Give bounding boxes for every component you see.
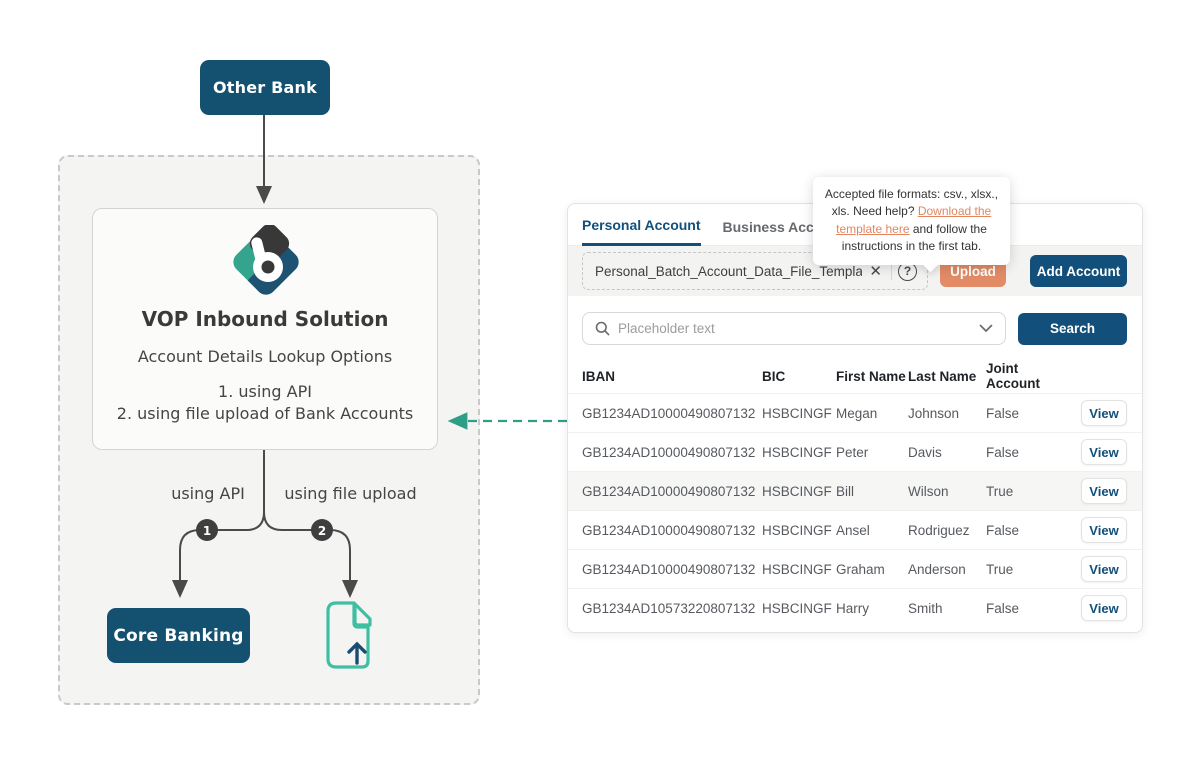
cell-iban: GB1234AD10000490807132 <box>582 561 756 577</box>
cell-first-name: Bill <box>836 483 855 499</box>
col-first-name: First Name <box>836 368 906 384</box>
cell-iban: GB1234AD10000490807132 <box>582 405 756 421</box>
tab-personal-account[interactable]: Personal Account <box>582 217 701 246</box>
cell-iban: GB1234AD10000490807132 <box>582 483 756 499</box>
clear-file-icon[interactable]: ✕ <box>862 264 889 279</box>
cell-iban: GB1234AD10573220807132 <box>582 600 756 616</box>
cell-first-name: Ansel <box>836 522 870 538</box>
table-header-row: IBAN BIC First Name Last Name Joint Acco… <box>568 359 1142 393</box>
table-row: GB1234AD10000490807132 HSBCINGF Ansel Ro… <box>568 510 1142 549</box>
vop-solution-panel: VOP Inbound Solution Account Details Loo… <box>92 208 438 450</box>
core-banking-node: Core Banking <box>107 608 250 663</box>
cell-iban: GB1234AD10000490807132 <box>582 444 756 460</box>
table-row: GB1234AD10000490807132 HSBCINGF Bill Wil… <box>568 471 1142 510</box>
col-last-name: Last Name <box>908 368 977 384</box>
table-row: GB1234AD10000490807132 HSBCINGF Graham A… <box>568 549 1142 588</box>
solution-option-2: 2. using file upload of Bank Accounts <box>116 404 414 423</box>
table-row: GB1234AD10573220807132 HSBCINGF Harry Sm… <box>568 588 1142 627</box>
cell-joint-account: False <box>986 522 1020 538</box>
cell-last-name: Davis <box>908 444 942 460</box>
cell-first-name: Harry <box>836 600 869 616</box>
cell-last-name: Smith <box>908 600 943 616</box>
view-button[interactable]: View <box>1081 595 1127 621</box>
cell-iban: GB1234AD10000490807132 <box>582 522 756 538</box>
file-upload-icon <box>326 601 372 669</box>
search-box[interactable] <box>582 312 1006 345</box>
add-account-button[interactable]: Add Account <box>1030 255 1127 287</box>
solution-title: VOP Inbound Solution <box>141 307 389 331</box>
accounts-table: IBAN BIC First Name Last Name Joint Acco… <box>568 345 1142 627</box>
other-bank-node: Other Bank <box>200 60 330 115</box>
search-icon <box>595 321 610 336</box>
col-iban: IBAN <box>582 368 615 384</box>
cell-bic: HSBCINGF <box>762 522 832 538</box>
cell-first-name: Megan <box>836 405 878 421</box>
cell-bic: HSBCINGF <box>762 483 832 499</box>
file-format-tooltip: Accepted file formats: csv., xlsx., xls.… <box>813 177 1010 265</box>
upload-strip: Personal_Batch_Account_Data_File_Templat… <box>568 246 1142 296</box>
tooltip-suffix: and follow the instructions in the first… <box>841 221 987 254</box>
search-button[interactable]: Search <box>1018 312 1127 345</box>
col-joint-account: Joint Account <box>986 361 1040 391</box>
cell-bic: HSBCINGF <box>762 405 832 421</box>
other-bank-label: Other Bank <box>213 78 317 97</box>
table-row: GB1234AD10000490807132 HSBCINGF Peter Da… <box>568 432 1142 471</box>
col-bic: BIC <box>762 368 786 384</box>
table-body: GB1234AD10000490807132 HSBCINGF Megan Jo… <box>568 393 1142 627</box>
cell-bic: HSBCINGF <box>762 444 832 460</box>
cell-first-name: Graham <box>836 561 885 577</box>
search-input[interactable] <box>618 321 979 336</box>
cell-joint-account: True <box>986 561 1014 577</box>
view-button[interactable]: View <box>1081 478 1127 504</box>
solution-option-1: 1. using API <box>218 382 312 401</box>
vop-logo-icon <box>233 225 299 295</box>
download-template-link[interactable]: Download the template here <box>836 204 992 236</box>
cell-joint-account: False <box>986 444 1020 460</box>
account-management-card: Personal Account Business Account Person… <box>567 203 1143 633</box>
solution-subtitle: Account Details Lookup Options <box>137 347 393 366</box>
cell-joint-account: False <box>986 600 1020 616</box>
tooltip-prefix: Need help? <box>853 204 918 219</box>
view-button[interactable]: View <box>1081 400 1127 426</box>
cell-last-name: Rodriguez <box>908 522 970 538</box>
cell-bic: HSBCINGF <box>762 600 832 616</box>
search-row: Search <box>568 296 1142 345</box>
tooltip-line-1: Accepted file formats: csv., xlsx., xls. <box>824 187 999 219</box>
cell-joint-account: True <box>986 483 1014 499</box>
cell-last-name: Anderson <box>908 561 966 577</box>
table-row: GB1234AD10000490807132 HSBCINGF Megan Jo… <box>568 393 1142 432</box>
cell-joint-account: False <box>986 405 1020 421</box>
cell-bic: HSBCINGF <box>762 561 832 577</box>
chip-divider <box>891 262 892 280</box>
core-banking-label: Core Banking <box>113 625 244 646</box>
view-button[interactable]: View <box>1081 517 1127 543</box>
cell-first-name: Peter <box>836 444 869 460</box>
view-button[interactable]: View <box>1081 556 1127 582</box>
view-button[interactable]: View <box>1081 439 1127 465</box>
branch-2-label: using file upload <box>284 484 417 503</box>
cell-last-name: Johnson <box>908 405 960 421</box>
file-chip: Personal_Batch_Account_Data_File_Templat… <box>582 252 928 290</box>
uploaded-file-name: Personal_Batch_Account_Data_File_Templat… <box>595 263 863 279</box>
branch-1-label: using API <box>171 484 245 503</box>
chevron-down-icon[interactable] <box>979 324 993 333</box>
cell-last-name: Wilson <box>908 483 949 499</box>
